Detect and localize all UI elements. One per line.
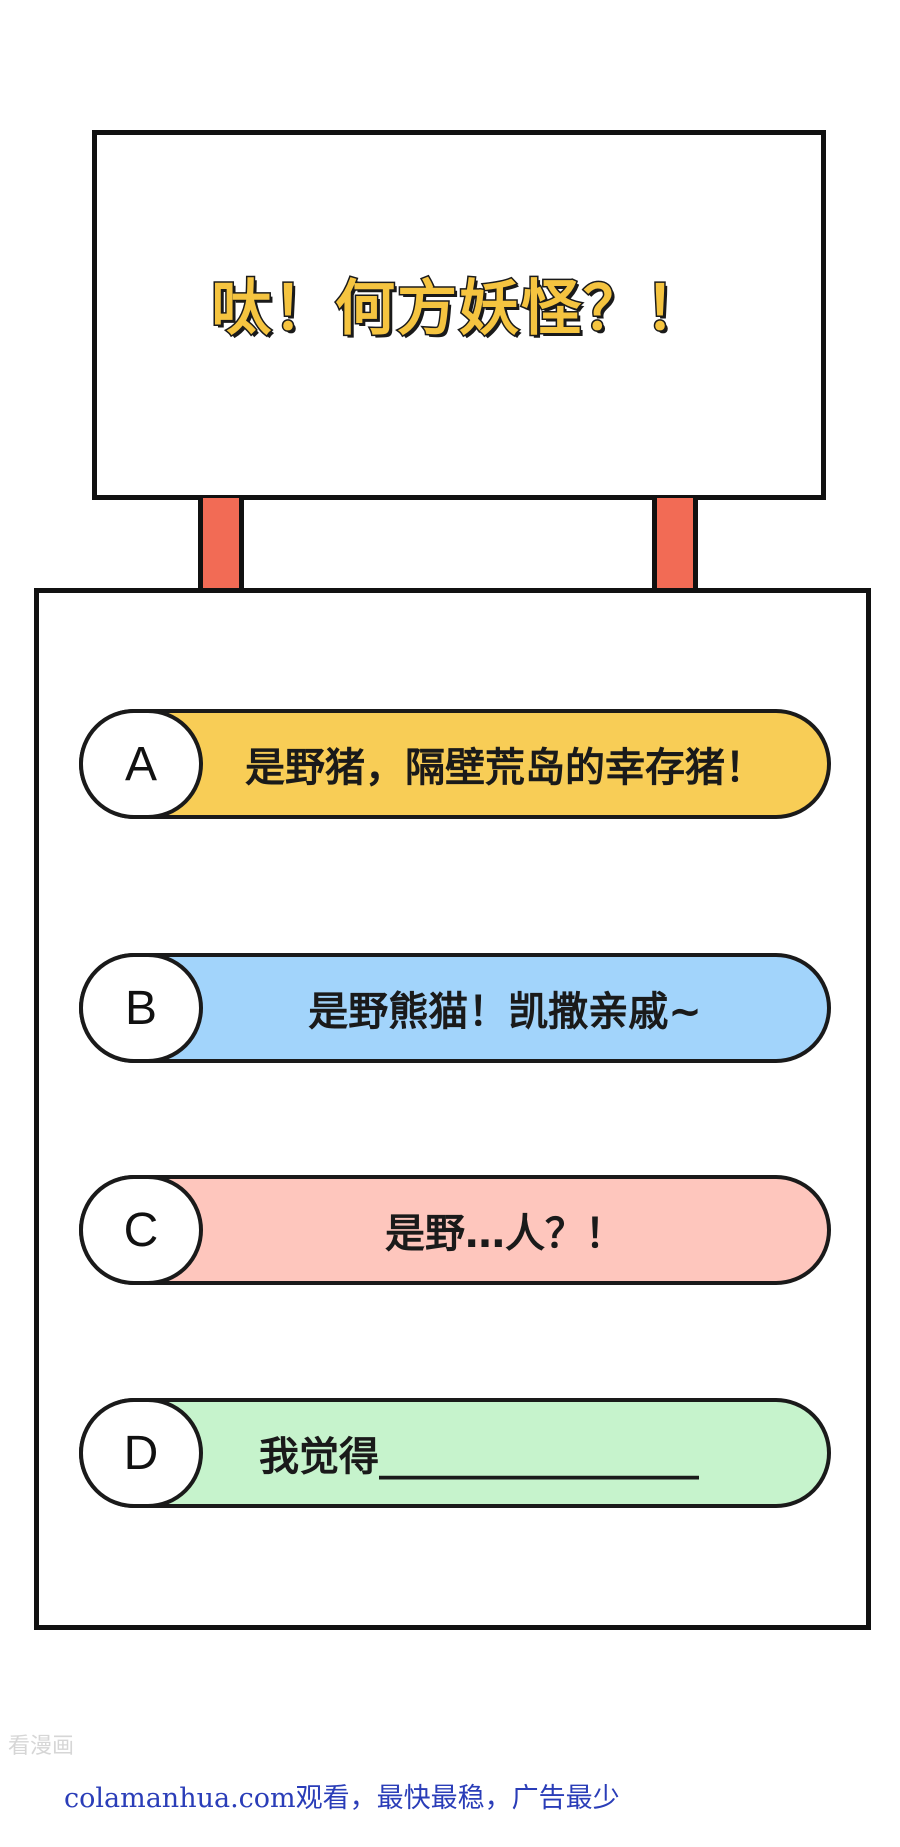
option-c[interactable]: C 是野…人？！ — [79, 1175, 831, 1285]
option-c-text: 是野…人？！ — [385, 1211, 625, 1257]
option-a[interactable]: A 是野猪，隔壁荒岛的幸存猪！ — [79, 709, 831, 819]
option-d-text: 我觉得________________ — [259, 1434, 699, 1480]
option-d[interactable]: D 我觉得________________ — [79, 1398, 831, 1508]
sign-title: 呔！何方妖怪？！ — [210, 272, 707, 345]
option-b-text: 是野熊猫！凯撒亲戚~ — [308, 989, 702, 1035]
options-board: A 是野猪，隔壁荒岛的幸存猪！ B 是野熊猫！凯撒亲戚~ C 是野…人？！ D … — [34, 588, 871, 1630]
option-b-letter: B — [79, 953, 203, 1063]
sign-post-right — [652, 498, 698, 590]
watermark: 看漫画 — [8, 1734, 75, 1759]
option-b[interactable]: B 是野熊猫！凯撒亲戚~ — [79, 953, 831, 1063]
sign-post-left — [198, 498, 244, 590]
option-a-letter: A — [79, 709, 203, 819]
option-a-text: 是野猪，隔壁荒岛的幸存猪！ — [245, 745, 765, 791]
question-sign: 呔！何方妖怪？！ — [92, 130, 826, 500]
option-c-letter: C — [79, 1175, 203, 1285]
option-d-letter: D — [79, 1398, 203, 1508]
footer-link[interactable]: colamanhua.com观看，最快最稳，广告最少 — [64, 1783, 620, 1814]
